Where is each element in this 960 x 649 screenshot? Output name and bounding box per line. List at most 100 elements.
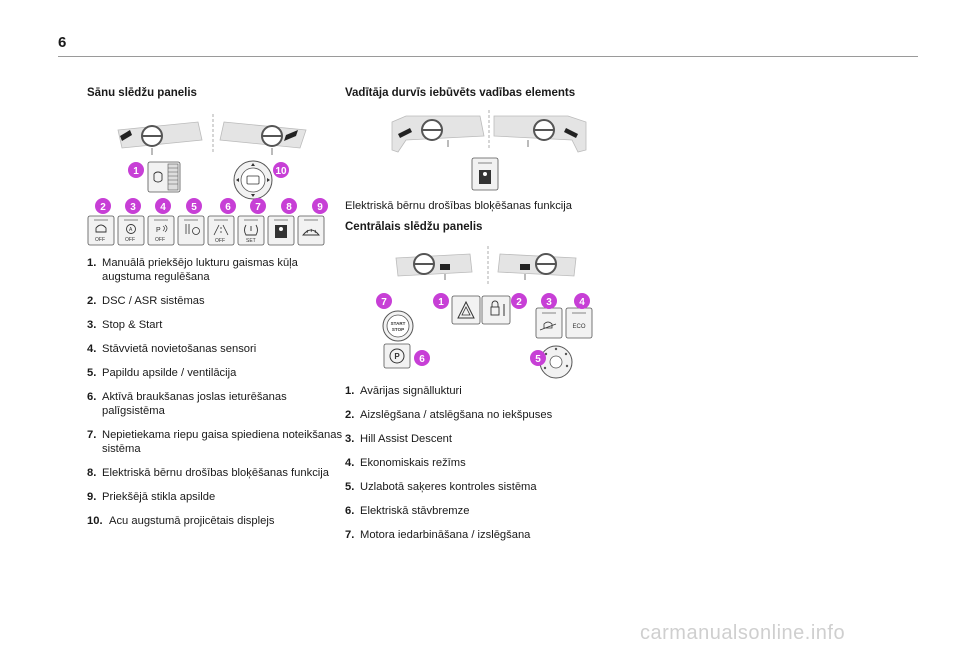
badge-7: 7	[376, 293, 392, 309]
door-dashboard-rhd-icon	[493, 115, 587, 153]
svg-text:5: 5	[535, 354, 541, 365]
badge-5: 5	[530, 350, 546, 366]
badge-4: 4	[155, 198, 171, 214]
stop-start-button[interactable]: A OFF	[117, 215, 145, 246]
grip-control-dial[interactable]	[539, 345, 573, 379]
parking-sensors-button[interactable]: P OFF	[147, 215, 175, 246]
head-up-display-control-icon	[233, 160, 273, 200]
parking-off-label: OFF	[155, 237, 165, 243]
svg-text:3: 3	[130, 202, 136, 213]
list-item: 1.Avārijas signāllukturi	[345, 385, 462, 397]
list-item: 4.Stāvvietā novietošanas sensori	[87, 343, 257, 355]
list-item: 2.DSC / ASR sistēmas	[87, 295, 205, 307]
list-item: 6.Aktīvā braukšanas joslas ieturēšanas p…	[87, 391, 287, 417]
list-item: 4.Ekonomiskais režīms	[345, 457, 466, 469]
door-control-section: Vadītāja durvīs iebūvēts vadības element…	[345, 86, 625, 100]
door-child-lock-button[interactable]	[471, 157, 499, 191]
side-switch-figure: OFF A OFF P OFF OFF	[87, 114, 328, 246]
lane-off-label: OFF	[215, 238, 225, 244]
badge-3: 3	[541, 293, 557, 309]
hill-descent-button[interactable]	[535, 307, 563, 339]
stop-start-glyph-icon: A	[129, 227, 133, 233]
list-item: 2.Aizslēgšana / atslēgšana no iekšpuses	[345, 409, 553, 421]
auxiliary-heating-button[interactable]	[177, 215, 205, 246]
dashboard-lhd-icon	[117, 121, 203, 155]
svg-text:1: 1	[438, 297, 444, 308]
door-control-heading: Vadītāja durvīs iebūvēts vadības element…	[345, 87, 576, 99]
badge-5: 5	[186, 198, 202, 214]
start-stop-button[interactable]: START STOP	[382, 310, 414, 342]
list-item: 1.Manuālā priekšējo lukturu gaismas kūļa…	[87, 257, 298, 283]
badge-3: 3	[125, 198, 141, 214]
svg-text:9: 9	[317, 202, 323, 213]
list-item: 5.Papildu apsilde / ventilācija	[87, 367, 237, 379]
badge-6: 6	[220, 198, 236, 214]
list-item: 6.Elektriskā stāvbremze	[345, 505, 470, 517]
watermark: carmanualsonline.info	[640, 622, 846, 644]
list-item: 10.Acu augstumā projicētais displejs	[87, 515, 275, 527]
svg-text:8: 8	[286, 202, 292, 213]
center-panel-figure: START STOP P ECO 7 1 2 3	[376, 246, 593, 379]
side-switch-section: Sānu slēdžu panelis	[87, 86, 367, 100]
badge-6: 6	[414, 350, 430, 366]
list-item: 8.Elektriskā bērnu drošības bloķēšanas f…	[87, 467, 329, 479]
svg-text:2: 2	[516, 297, 522, 308]
badge-2: 2	[511, 293, 527, 309]
side-switch-list: 1.Manuālā priekšējo lukturu gaismas kūļa…	[87, 256, 347, 538]
center-dashboard-rhd-icon	[497, 253, 577, 280]
badge-10: 10	[273, 162, 289, 178]
headlamp-leveling-icon	[147, 161, 181, 193]
svg-text:6: 6	[419, 354, 425, 365]
dashboard-rhd-icon	[219, 121, 307, 155]
list-item: 7.Nepietiekama riepu gaisa spiediena not…	[87, 429, 343, 455]
stop-label: STOP	[392, 327, 404, 332]
svg-text:5: 5	[191, 202, 197, 213]
eco-mode-button[interactable]: ECO	[565, 307, 593, 339]
windscreen-heating-button[interactable]	[297, 215, 325, 246]
header-rule	[58, 56, 918, 57]
parking-brake-label: P	[394, 352, 400, 361]
tyre-set-label: SET	[246, 238, 256, 244]
badge-1: 1	[433, 293, 449, 309]
badge-1: 1	[128, 162, 144, 178]
badge-4: 4	[574, 293, 590, 309]
eco-label: ECO	[572, 324, 585, 330]
badge-8: 8	[281, 198, 297, 214]
svg-text:4: 4	[160, 202, 166, 213]
svg-text:10: 10	[275, 166, 287, 177]
lane-keeping-button[interactable]: OFF	[207, 215, 235, 246]
center-panel-heading: Centrālais slēdžu panelis	[345, 221, 483, 233]
start-label: START	[391, 321, 406, 326]
parking-glyph-icon: P	[156, 227, 161, 234]
list-item: 7.Motora iedarbināšana / izslēgšana	[345, 529, 531, 541]
svg-text:2: 2	[100, 202, 106, 213]
svg-text:7: 7	[255, 202, 261, 213]
badge-2: 2	[95, 198, 111, 214]
list-item: 9.Priekšējā stikla apsilde	[87, 491, 216, 503]
tyre-pressure-button[interactable]: SET	[237, 215, 265, 246]
side-switch-heading: Sānu slēdžu panelis	[87, 87, 197, 99]
list-item: 5.Uzlabotā saķeres kontroles sistēma	[345, 481, 537, 493]
child-lock-button[interactable]	[267, 215, 295, 246]
hazard-lights-button[interactable]	[451, 295, 481, 325]
parking-brake-switch[interactable]: P	[383, 343, 411, 369]
dsc-off-label: OFF	[95, 237, 105, 243]
list-item: 3.Stop & Start	[87, 319, 163, 331]
stop-start-off-label: OFF	[125, 237, 135, 243]
svg-text:1: 1	[133, 166, 139, 177]
dsc-asr-button[interactable]: OFF	[87, 215, 115, 246]
center-dashboard-lhd-icon	[395, 253, 473, 280]
center-panel-list: 1.Avārijas signāllukturi 2.Aizslēgšana /…	[345, 384, 625, 552]
central-lock-button[interactable]	[481, 295, 511, 325]
button-row: OFF A OFF P OFF OFF	[87, 215, 325, 246]
badge-7: 7	[250, 198, 266, 214]
svg-text:3: 3	[546, 297, 552, 308]
door-control-caption: Elektriskā bērnu drošības bloķēšanas fun…	[345, 200, 572, 212]
svg-text:6: 6	[225, 202, 231, 213]
badge-9: 9	[312, 198, 328, 214]
door-control-figure	[391, 110, 587, 191]
svg-text:7: 7	[381, 297, 387, 308]
svg-text:4: 4	[579, 297, 585, 308]
page-number: 6	[58, 34, 67, 51]
door-dashboard-lhd-icon	[391, 115, 485, 153]
